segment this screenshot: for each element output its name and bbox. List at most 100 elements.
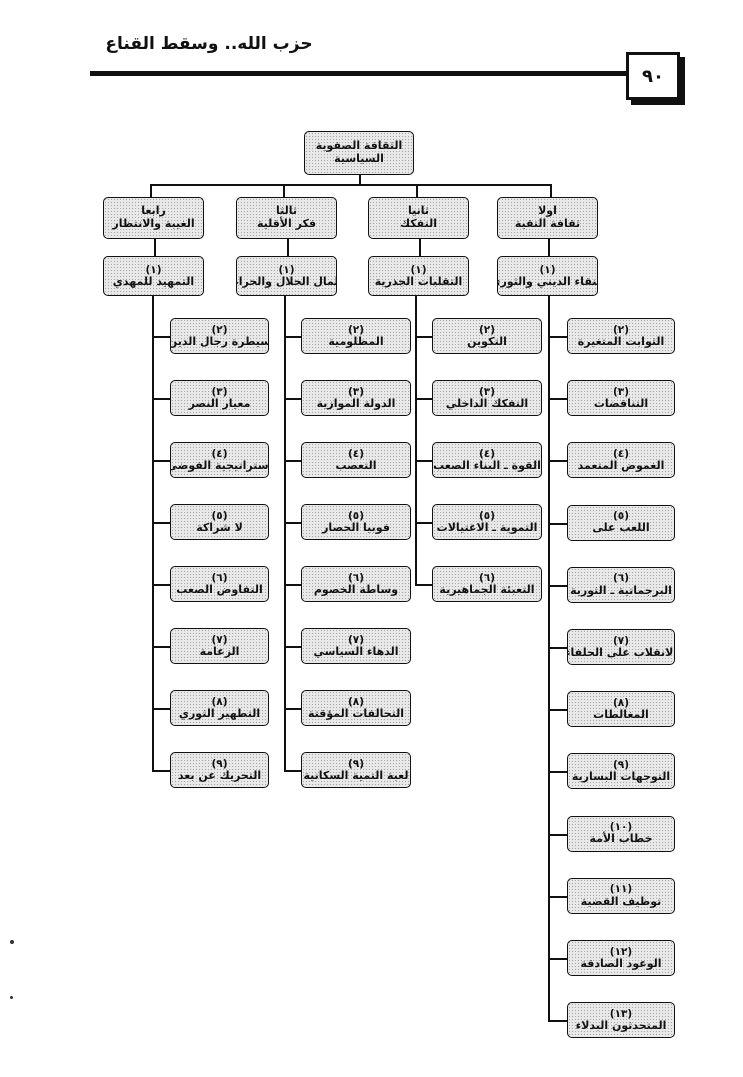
column-3-item-9: (٩)لعبة التمية السكانية: [301, 752, 411, 788]
column-3-item-5-branch: [284, 522, 301, 524]
column-1-item-1-number: (١): [539, 263, 556, 276]
column-1-item-11: (١١)توظيف القضية: [567, 877, 675, 914]
column-1-item-10-label: خطاب الأمة: [589, 832, 653, 846]
column-1-item-3: (٣)التناقضات: [567, 380, 675, 417]
column-1-item-2-branch: [548, 336, 567, 338]
column-1-item-3-branch: [548, 398, 567, 401]
column-2-item-6-number: (٦): [478, 571, 496, 584]
column-2-item-2: (٢)التكوين: [432, 318, 542, 354]
column-1-item-4-number: (٤): [612, 448, 630, 461]
column-4-title: الغيبة والانتظار: [112, 217, 195, 230]
column-2-item-5-branch: [415, 522, 432, 524]
column-4-item-7: (٧)الزعامة: [170, 628, 269, 664]
margin-speck: [10, 996, 13, 999]
column-2-item-6-branch: [415, 584, 432, 586]
column-1-item-11-label: توظيف القضية: [580, 894, 662, 908]
column-4-item-2: (٢)سيطرة رجال الدين: [170, 318, 269, 354]
column-3-item-1-label: المال الحلال والحرام: [236, 274, 337, 288]
column-1-item-13-branch: [548, 1020, 567, 1023]
column-3-item-4-branch: [284, 460, 301, 462]
column-1-item-3-number: (٣): [612, 385, 630, 398]
column-4-item-5-label: لا شراكة: [196, 520, 243, 534]
column-3-title: فكر الأقلية: [256, 217, 317, 230]
column-3-item-6-label: وساطة الخصوم: [313, 582, 399, 596]
column-4-item-5: (٥)لا شراكة: [170, 504, 269, 540]
column-1-item-7-label: الانقلاب على الحلفاء: [567, 645, 675, 659]
column-1-item-8-label: المغالطات: [593, 707, 649, 721]
column-4-item-4: (٤)إستراتيجية الفوضى: [170, 442, 269, 478]
column-1-item-6-number: (٦): [612, 572, 630, 585]
column-1-item-2: (٢)الثوابت المتغيرة: [567, 318, 675, 354]
heading-connector-4: [150, 184, 152, 197]
column-3-item-3-label: الدولة الموازية: [316, 396, 396, 410]
column-1-item-12-label: الوعود الصادقة: [580, 956, 662, 970]
column-2-title: التفكك: [400, 217, 437, 230]
column-2-item-4: (٤)القوة ـ البناء الصعب: [432, 442, 542, 478]
heading-connector-2: [416, 184, 418, 197]
column-1-item-8-number: (٨): [612, 696, 630, 709]
column-4-item-9-number: (٩): [211, 757, 228, 770]
column-3-item-8-label: التحالفات المؤقتة: [307, 706, 405, 720]
column-1-spine: [548, 296, 550, 1022]
column-4-item-9-label: التحريك عن بعد: [177, 768, 262, 782]
column-3-spine: [284, 296, 286, 771]
column-4-item-4-number: (٤): [211, 447, 228, 460]
column-2-item-1-label: التقلبات الجذرية: [374, 274, 463, 288]
column-1-item-6-branch: [548, 584, 567, 587]
column-4-item-8-label: التطهير الثوري: [178, 706, 261, 720]
top-branch-line: [150, 184, 551, 186]
column-2-item-3-label: التفكك الداخلي: [445, 396, 529, 410]
column-3-item-2-branch: [284, 336, 301, 338]
column-1-item-7-number: (٧): [612, 634, 630, 647]
column-1-item-7: (٧)الانقلاب على الحلفاء: [567, 629, 675, 665]
column-1-item-5: (٥)اللعب على: [567, 504, 675, 541]
column-1-item-13-label: المتحدثون البدلاء: [575, 1018, 667, 1032]
column-4-item-9: (٩)التحريك عن بعد: [170, 752, 269, 788]
root-line-1: الثقافة الصفوية: [315, 139, 403, 153]
column-2-item-1-number: (١): [410, 263, 427, 276]
column-1-item-3-label: التناقضات: [593, 396, 649, 410]
column-4-item-1-label: التمهيد للمهدي: [112, 274, 195, 288]
column-1-heading-to-first: [547, 239, 550, 256]
column-3-item-7-branch: [284, 646, 301, 648]
column-4-item-3-label: معيار النصر: [188, 396, 251, 410]
column-3-item-6: (٦)وساطة الخصوم: [301, 566, 411, 602]
column-1-ordinal: اولا: [538, 204, 557, 218]
column-4-item-5-number: (٥): [211, 509, 228, 522]
column-4-item-9-branch: [152, 770, 170, 772]
column-4-item-3-branch: [152, 398, 170, 400]
column-4-item-7-number: (٧): [211, 633, 228, 646]
column-3-item-2-number: (٢): [347, 323, 365, 336]
column-2-spine: [415, 296, 417, 585]
column-2-item-2-number: (٢): [478, 323, 496, 336]
column-2-item-3-branch: [415, 398, 432, 400]
column-3-item-6-branch: [284, 584, 301, 586]
column-1-item-4-branch: [548, 460, 567, 463]
column-2-item-6-label: التعبئة الجماهيرية: [439, 582, 535, 596]
root-line-2: السياسية: [334, 152, 384, 165]
column-1-item-8: (٨)المغالطات: [567, 691, 675, 728]
column-4-item-6-label: التفاوض الصعب: [176, 582, 263, 596]
column-4-item-7-branch: [152, 646, 170, 648]
column-4-item-8: (٨)التطهير الثوري: [170, 690, 269, 726]
column-1-item-6-label: البرجماتية ـ الثورية: [570, 583, 672, 597]
column-2-item-1: (١)التقلبات الجذرية: [368, 256, 469, 296]
column-4-item-4-label: إستراتيجية الفوضى: [170, 458, 269, 472]
column-3-item-3-branch: [284, 398, 301, 400]
column-4-item-3-number: (٣): [211, 385, 228, 398]
column-4-item-6-branch: [152, 584, 170, 586]
column-3-item-7-label: الدهاء السياسي: [313, 644, 399, 658]
column-1-item-5-label: اللعب على: [592, 521, 650, 535]
heading-connector-3: [283, 184, 285, 197]
column-1-item-4: (٤)الغموض المتعمد: [567, 442, 675, 479]
column-3-item-7-number: (٧): [347, 633, 365, 646]
column-3-item-1: (١)المال الحلال والحرام: [236, 256, 337, 296]
column-1-item-6: (٦)البرجماتية ـ الثورية: [567, 566, 675, 603]
column-1-item-10-branch: [548, 833, 567, 836]
column-1-item-1-label: النقاء الديني والثوري: [498, 274, 597, 288]
column-3-item-9-branch: [284, 770, 301, 772]
column-1-item-11-number: (١١): [609, 883, 633, 896]
